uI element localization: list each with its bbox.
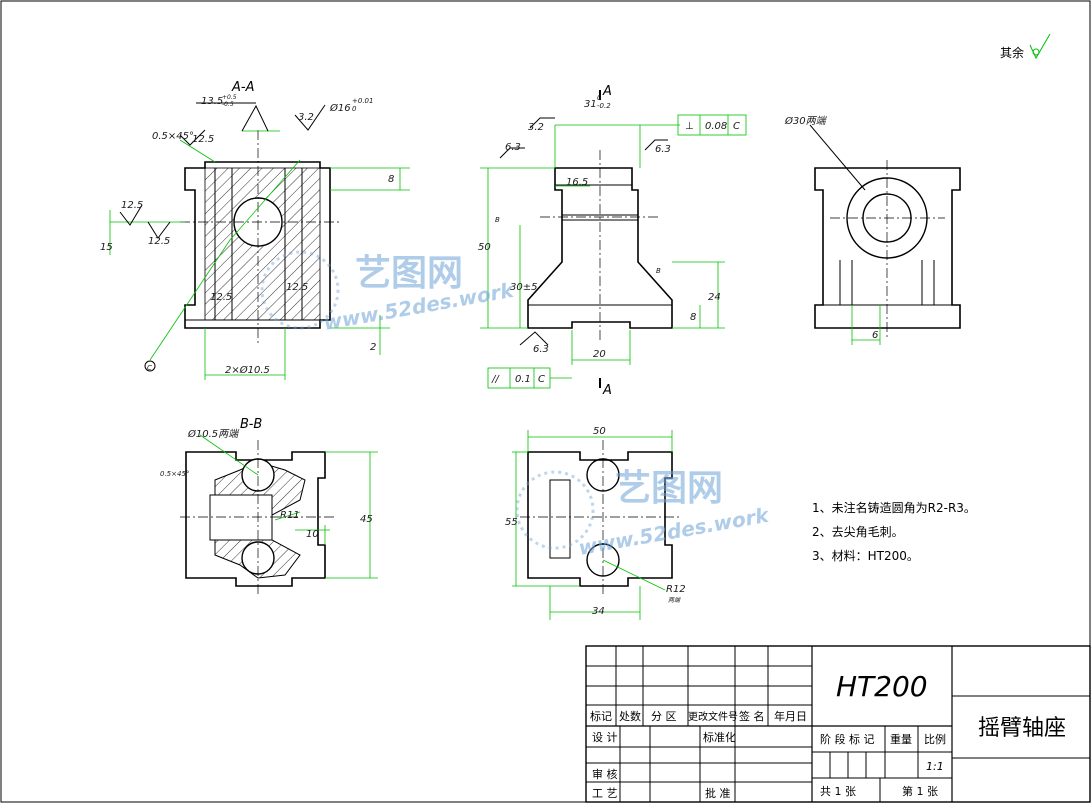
aa-rough5: 12.5	[286, 282, 308, 293]
tv-55: 55	[505, 517, 518, 528]
fv-31-tol1: 0	[597, 94, 602, 102]
aa-callout: C	[147, 364, 152, 372]
aa-h8: 8	[388, 174, 394, 185]
side-view: Ø30两端 6	[784, 115, 961, 345]
tb-sheet-no: 第 1 张	[902, 784, 938, 798]
fv-31-tol2: -0.2	[597, 102, 611, 110]
tb-h5: 年月日	[774, 709, 807, 723]
fv-rough63c: 6.3	[533, 344, 549, 355]
tv-r12b: 两端	[668, 596, 681, 604]
top-view: 50 55 34 R12 两端	[505, 426, 686, 620]
roughness-note-text: 其余	[1000, 45, 1024, 60]
watermark-url-2: www.52des.work	[577, 503, 772, 560]
watermark-brand-1: 艺图网	[355, 253, 463, 294]
tb-process: 工 艺	[592, 787, 618, 800]
tb-h2: 分 区	[651, 710, 677, 723]
fv-tol-perp-val: 0.08	[705, 121, 727, 132]
tb-part-name: 摇臂轴座	[978, 716, 1066, 741]
fv-8: 8	[690, 312, 696, 323]
tb-h1: 处数	[619, 710, 641, 723]
fv-tol-par-sym: //	[491, 374, 500, 385]
tb-h0: 标记	[590, 709, 612, 723]
aa-rough-top: 13.5	[201, 96, 223, 107]
section-view-bb: B-B Ø10.5两端 0.5×45° R11 10 45	[160, 417, 378, 595]
section-view-aa: A-A	[100, 80, 410, 380]
section-bb-label: B-B	[240, 417, 262, 432]
bb-r11: R11	[280, 510, 300, 521]
tb-h3: 更改文件号	[688, 710, 738, 723]
tb-approve: 批 准	[705, 786, 731, 800]
aa-dia-top: Ø16	[329, 102, 351, 114]
aa-bottom: 2×Ø10.5	[225, 364, 270, 376]
bb-45: 45	[360, 514, 373, 525]
bb-chamfer: 0.5×45°	[160, 470, 189, 478]
tb-weight: 重量	[890, 732, 912, 746]
fv-30: 30±5	[510, 282, 537, 293]
fv-31: 31	[584, 99, 597, 110]
aa-rough1: 12.5	[192, 134, 214, 145]
fv-tol-perp-ref: C	[733, 121, 740, 132]
aa-h2: 2	[370, 342, 376, 353]
tb-design: 设 计	[592, 731, 618, 744]
aa-rough2: 12.5	[121, 200, 143, 211]
note-1: 1、未注名铸造圆角为R2-R3。	[812, 500, 976, 515]
tv-50: 50	[593, 426, 606, 437]
tb-sheets-total: 共 1 张	[820, 785, 856, 798]
title-block-text: HT200 摇臂轴座 标记 处数 分 区 更改文件号 签 名 年月日 设 计 标…	[590, 670, 1066, 800]
aa-h15: 15	[100, 242, 113, 253]
cut-mark-b1: B	[495, 216, 500, 224]
tb-scale: 1:1	[926, 760, 944, 773]
general-roughness-note: 其余	[1000, 33, 1051, 60]
tb-h4: 签 名	[739, 709, 765, 723]
cut-mark-bottom: A	[602, 383, 612, 398]
tb-check: 审 核	[592, 767, 618, 781]
tv-r12: R12	[666, 584, 686, 595]
technical-notes: 1、未注名铸造圆角为R2-R3。 2、去尖角毛刺。 3、材料：HT200。	[812, 500, 976, 563]
watermark-brand-2: 艺图网	[615, 468, 723, 509]
sv-dia30: Ø30两端	[784, 115, 828, 127]
cut-mark-top: A	[602, 84, 612, 99]
aa-rough-top-tol2: -0.5	[222, 101, 234, 108]
tb-standard: 标准化	[703, 730, 736, 744]
note-3: 3、材料：HT200。	[812, 549, 919, 563]
tb-stage: 阶 段 标 记	[820, 732, 875, 746]
watermark-2: 艺图网 www.52des.work	[515, 468, 772, 560]
aa-rough4: 12.5	[210, 292, 232, 303]
watermark-1: 艺图网 www.52des.work	[260, 250, 517, 335]
fv-rough63b: 6.3	[655, 144, 671, 155]
fv-50: 50	[478, 242, 491, 253]
bb-10: 10	[306, 529, 319, 540]
aa-rough3: 12.5	[148, 236, 170, 247]
front-view: A A	[478, 84, 747, 398]
cut-mark-b2: B	[656, 267, 661, 275]
section-aa-label: A-A	[231, 80, 254, 95]
aa-dia-tol2: 0	[352, 105, 357, 113]
fv-165: 16.5	[566, 177, 588, 188]
fv-rough32: 3.2	[528, 122, 544, 133]
note-2: 2、去尖角毛刺。	[812, 525, 904, 539]
fv-tol-par-ref: C	[538, 374, 545, 385]
fv-tol-perp-sym: ⊥	[685, 121, 694, 132]
title-block	[585, 645, 1091, 803]
aa-rough6: 3.2	[298, 112, 314, 123]
fv-tol-par-val: 0.1	[515, 374, 531, 385]
tv-34: 34	[592, 606, 605, 617]
aa-rough-top-tol1: +0.5	[222, 94, 237, 101]
aa-dia-tol: +0.01	[352, 97, 373, 105]
aa-chamfer: 0.5×45°	[152, 131, 194, 142]
fv-20: 20	[593, 349, 606, 360]
tb-scale-label: 比例	[924, 732, 946, 746]
fv-24: 24	[708, 292, 721, 303]
bb-dia: Ø10.5两端	[187, 428, 240, 440]
tb-material: HT200	[836, 670, 928, 703]
sv-6: 6	[872, 330, 878, 341]
fv-rough63a: 6.3	[505, 142, 521, 153]
